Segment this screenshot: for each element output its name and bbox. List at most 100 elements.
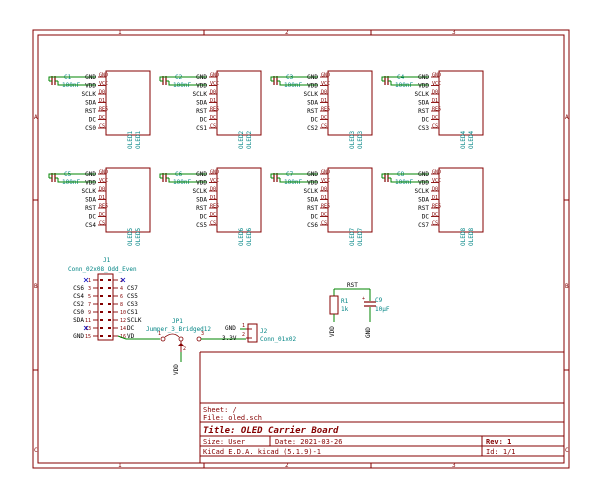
oled-footprint-ref: OLED3 — [357, 131, 364, 149]
j1-right-net: VD — [127, 333, 135, 340]
j1-pin-right — [108, 311, 111, 313]
oled-pin-name: GND — [99, 73, 108, 79]
j1-value: Conn_02x08_Odd_Even — [68, 266, 137, 273]
row-label-c-left: C — [34, 447, 38, 454]
j2-body — [247, 323, 258, 343]
j1-right-net: SCLK — [127, 317, 142, 324]
oled-pin-name: GND — [432, 73, 441, 79]
connector-j2[interactable]: GND 3.3V 1 2 J2 Conn_01x02 — [222, 323, 297, 343]
oled-pin-net: GND — [418, 171, 429, 178]
jp1-contact-a — [160, 336, 166, 342]
j1-left-pin-number: 11 — [85, 318, 91, 324]
j1-right-pin-number: 8 — [120, 302, 123, 308]
oled-pin-net: VDD — [418, 83, 429, 90]
jp1-arrow — [178, 343, 184, 346]
oled-reference: OLED8 — [460, 228, 467, 246]
oled-pin-net: SCLK — [304, 188, 319, 195]
oled-reference: OLED5 — [127, 228, 134, 246]
j1-right-net: CS5 — [127, 293, 138, 300]
oled-pin-net: RST — [85, 205, 96, 212]
oled-reference: OLED6 — [238, 228, 245, 246]
row-label-a-left: A — [34, 114, 38, 121]
oled-pin-net: SDA — [307, 197, 318, 204]
j1-right-pin-number: 4 — [120, 286, 123, 292]
oled-pin-name: D0 — [99, 187, 105, 193]
oled-pin-cs-name: CS — [210, 124, 216, 130]
jp1-reference: JP1 — [172, 318, 183, 325]
j1-right-net: CS1 — [127, 309, 138, 316]
oled-pin-name: VCC — [99, 178, 108, 184]
jumper-jp1[interactable]: JP1 Jumper_3_Bridged12 1 2 3 VDD — [126, 318, 246, 375]
j2-pin1-num: 1 — [242, 323, 245, 329]
gnd-wire — [270, 173, 318, 178]
gnd-wire — [381, 173, 429, 178]
oled-pin-name: RES — [210, 204, 219, 210]
oled-pin-name: D1 — [99, 98, 105, 104]
r1-body — [329, 295, 339, 315]
oled-pin-name: RES — [99, 204, 108, 210]
vdd-wire — [390, 81, 429, 86]
connector-j1[interactable]: J1 Conn_02x08_Odd_Even 1234CS6CS756CS4CS… — [68, 257, 142, 341]
oled-footprint-ref: OLED6 — [246, 228, 253, 246]
col-label-2-bottom: 2 — [285, 462, 289, 469]
oled-pin-net: SDA — [307, 100, 318, 107]
oled-pin-net: DC — [89, 117, 97, 124]
oled-pin-net: SDA — [85, 197, 96, 204]
oled-pin-name: D1 — [432, 98, 438, 104]
j1-pin-left — [100, 279, 103, 281]
j1-left-pin-number: 5 — [88, 294, 91, 300]
oled-footprint-ref: OLED1 — [135, 131, 142, 149]
j1-right-net: CS7 — [127, 285, 138, 292]
oled-pin-net: SCLK — [193, 188, 208, 195]
sheet-border-outer — [32, 29, 570, 469]
oled-pin-net: DC — [200, 117, 208, 124]
oled-pin-name: DC — [99, 212, 105, 218]
r1-net-vdd: VDD — [329, 326, 336, 337]
tb-app: KiCad E.D.A. kicad (5.1.9)-1 — [203, 448, 321, 456]
oled-pin-name: GND — [99, 170, 108, 176]
row-label-b-left: B — [34, 283, 38, 290]
reset-rc-network[interactable]: RST R1 1k VDD + C9 10µF GND — [329, 282, 390, 338]
oled-pin-net: VDD — [85, 83, 96, 90]
oled-pin-name: RES — [99, 107, 108, 113]
oled-body — [105, 70, 151, 136]
jp1-pin-a: 1 — [158, 331, 161, 337]
oled-pin-net: SDA — [418, 197, 429, 204]
oled-pin-name: D1 — [321, 195, 327, 201]
net-rst-label: RST — [347, 282, 358, 289]
oled-pin-name: D0 — [432, 90, 438, 96]
oled-pin-net: DC — [200, 214, 208, 221]
oled-pin-name: DC — [99, 115, 105, 121]
oled-pin-net: GND — [85, 171, 96, 178]
oled-pin-net: RST — [85, 108, 96, 115]
vdd-wire — [57, 81, 96, 86]
oled-pin-name: RES — [321, 107, 330, 113]
col-label-1-bottom: 1 — [118, 462, 122, 469]
j1-left-net: GND — [73, 333, 84, 340]
oled-pin-net: SDA — [196, 197, 207, 204]
r1-reference: R1 — [341, 298, 349, 305]
oled-pin-name: VCC — [210, 178, 219, 184]
oled-pin-net: DC — [311, 117, 319, 124]
gnd-wire — [270, 76, 318, 81]
j1-pin-right — [108, 303, 111, 305]
j1-pin-left — [100, 303, 103, 305]
gnd-wire — [48, 76, 96, 81]
oled-pin-name: GND — [321, 170, 330, 176]
sheet-border-inner — [37, 34, 565, 464]
tb-rev: Rev: 1 — [486, 438, 511, 446]
j1-right-pin-number: 6 — [120, 294, 123, 300]
gnd-wire — [381, 76, 429, 81]
j1-pin-right — [108, 295, 111, 297]
oled-pin-net: SCLK — [415, 188, 430, 195]
oled-reference: OLED2 — [238, 131, 245, 149]
